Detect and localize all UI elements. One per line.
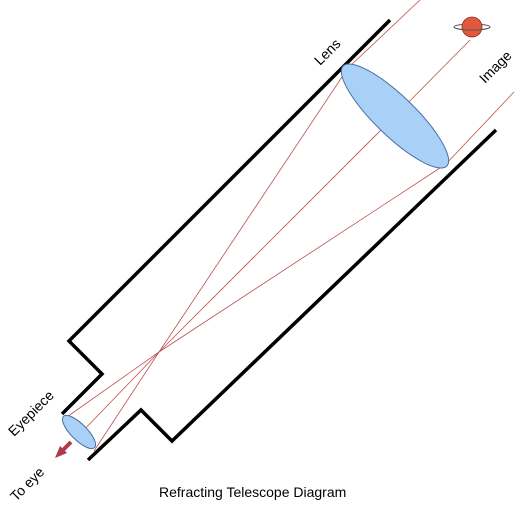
ray-upper bbox=[347, 0, 421, 69]
arrow-down-left-icon bbox=[55, 440, 73, 458]
ray-converge-2 bbox=[158, 115, 396, 353]
ray-lower bbox=[445, 91, 515, 165]
tube-upper-wall bbox=[60, 18, 392, 416]
eyepiece-lens bbox=[61, 414, 97, 450]
ray-converge-3 bbox=[158, 163, 447, 353]
image-label: Image bbox=[476, 47, 515, 86]
light-rays bbox=[63, 0, 515, 452]
ray-diverge-1 bbox=[63, 351, 160, 420]
eyepiece-label: Eyepiece bbox=[5, 387, 57, 439]
ray-converge-1 bbox=[158, 67, 349, 353]
to-eye-label: To eye bbox=[7, 463, 48, 504]
tube-lower-wall bbox=[86, 128, 498, 462]
lens-label: Lens bbox=[311, 35, 344, 68]
objective-lens bbox=[340, 63, 450, 169]
ray-diverge-3 bbox=[93, 351, 160, 452]
diagram-caption: Refracting Telescope Diagram bbox=[159, 484, 346, 500]
ringed-planet-icon bbox=[453, 16, 491, 38]
ray-diverge-2 bbox=[78, 351, 160, 436]
planet-body bbox=[461, 16, 483, 38]
